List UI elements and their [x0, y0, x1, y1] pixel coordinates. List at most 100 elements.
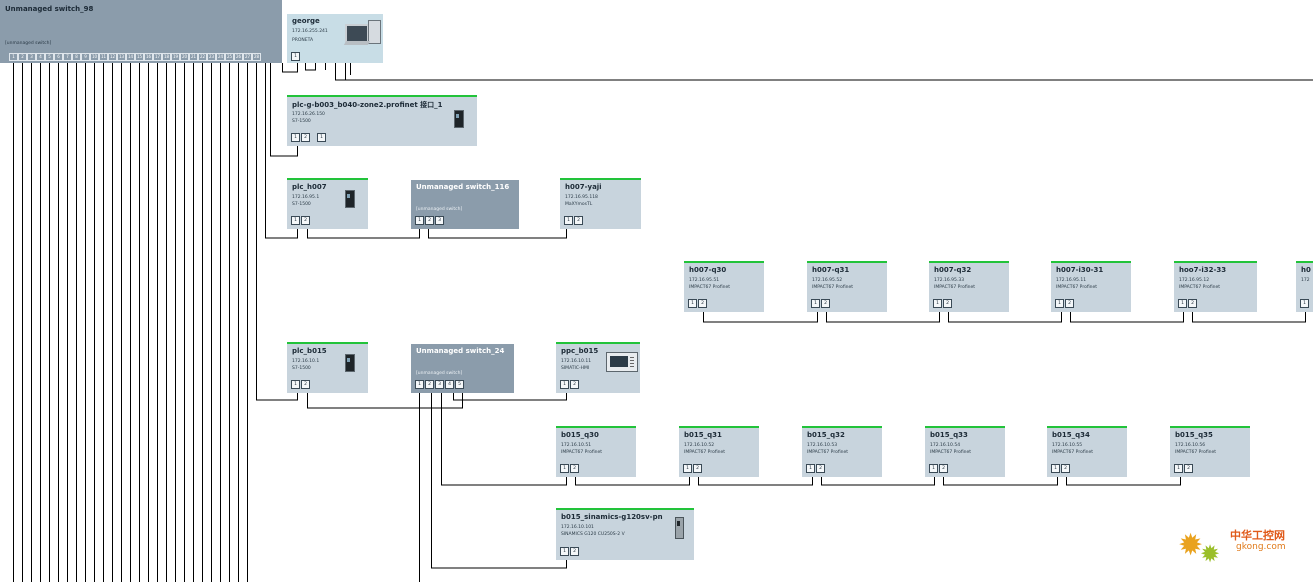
port[interactable]: 3	[435, 216, 444, 225]
unmanaged-switch-116[interactable]: Unmanaged switch_116 [unmanaged switch] …	[411, 180, 519, 229]
device-b015-q34[interactable]: b015_q34 172.16.10.55 IMPACT67 Profinet …	[1047, 426, 1127, 477]
device-b015-q31[interactable]: b015_q31 172.16.10.52 IMPACT67 Profinet …	[679, 426, 759, 477]
port[interactable]: 2	[570, 380, 579, 389]
switch-port[interactable]: 1	[9, 53, 18, 61]
port[interactable]: 2	[939, 464, 948, 473]
port[interactable]: 1	[688, 299, 697, 308]
device-h007-q32[interactable]: h007-q32 172.16.95.33 IMPACT67 Profinet …	[929, 261, 1009, 312]
switch-port[interactable]: 7	[63, 53, 72, 61]
port[interactable]: 1	[811, 299, 820, 308]
device-b015-q33[interactable]: b015_q33 172.16.10.54 IMPACT67 Profinet …	[925, 426, 1005, 477]
switch-port[interactable]: 22	[198, 53, 207, 61]
switch-port[interactable]: 11	[99, 53, 108, 61]
port[interactable]: 1	[415, 216, 424, 225]
plc-b015[interactable]: plc_b015 172.16.10.1 S7-1500 1 2	[287, 342, 368, 393]
switch-port[interactable]: 9	[81, 53, 90, 61]
switch-port[interactable]: 27	[243, 53, 252, 61]
switch-port[interactable]: 26	[234, 53, 243, 61]
switch-port[interactable]: 16	[144, 53, 153, 61]
port[interactable]: 2	[1188, 299, 1197, 308]
port[interactable]: 2	[425, 216, 434, 225]
switch-port[interactable]: 28	[252, 53, 261, 61]
plc-zone2[interactable]: plc-g-b003_b040-zone2.profinet 接口_1 172.…	[287, 95, 477, 146]
device-b015-q35[interactable]: b015_q35 172.16.10.56 IMPACT67 Profinet …	[1170, 426, 1250, 477]
port[interactable]: 2	[570, 464, 579, 473]
switch-port[interactable]: 14	[126, 53, 135, 61]
switch-port[interactable]: 5	[45, 53, 54, 61]
port[interactable]: 1	[806, 464, 815, 473]
switch-port[interactable]: 20	[180, 53, 189, 61]
port[interactable]: 2	[301, 216, 310, 225]
switch-port[interactable]: 15	[135, 53, 144, 61]
port[interactable]: 2	[1061, 464, 1070, 473]
device-b015-q30[interactable]: b015_q30 172.16.10.51 IMPACT67 Profinet …	[556, 426, 636, 477]
switch-port[interactable]: 18	[162, 53, 171, 61]
port[interactable]: 2	[570, 547, 579, 556]
port[interactable]: 1	[291, 380, 300, 389]
switch-port[interactable]: 24	[216, 53, 225, 61]
drive-sinamics-g120[interactable]: b015_sinamics-g120sv-pn 172.16.10.101 SI…	[556, 508, 694, 560]
port[interactable]: 1	[560, 380, 569, 389]
port[interactable]: 2	[1184, 464, 1193, 473]
port-list: 1 2	[560, 380, 579, 389]
port[interactable]: 2	[943, 299, 952, 308]
unmanaged-switch-24[interactable]: Unmanaged switch_24 [unmanaged switch] 1…	[411, 344, 514, 393]
switch-port[interactable]: 21	[189, 53, 198, 61]
switch-port[interactable]: 17	[153, 53, 162, 61]
port[interactable]: 2	[816, 464, 825, 473]
hmi-ppc-b015[interactable]: ppc_b015 172.16.10.11 SIMATIC-HMI 1 2	[556, 342, 640, 393]
device-h007-q31[interactable]: h007-q31 172.16.95.52 IMPACT67 Profinet …	[807, 261, 887, 312]
device-ip: 172.16.10.1	[292, 359, 320, 364]
port[interactable]: 1	[415, 380, 424, 389]
switch-port[interactable]: 10	[90, 53, 99, 61]
port[interactable]: 3	[435, 380, 444, 389]
port[interactable]: 1	[929, 464, 938, 473]
port[interactable]: 1	[1051, 464, 1060, 473]
port[interactable]: 1	[560, 547, 569, 556]
port[interactable]: 2	[693, 464, 702, 473]
port[interactable]: 2	[821, 299, 830, 308]
switch-port[interactable]: 8	[72, 53, 81, 61]
device-h007-i30-31[interactable]: h007-i30-31 172.16.95.11 IMPACT67 Profin…	[1051, 261, 1131, 312]
switch-port[interactable]: 13	[117, 53, 126, 61]
plc-icon	[345, 354, 355, 372]
device-h0-partial[interactable]: h0 172 1	[1296, 261, 1313, 312]
port[interactable]: 1	[291, 216, 300, 225]
port[interactable]: 2	[574, 216, 583, 225]
port[interactable]: 1	[564, 216, 573, 225]
port[interactable]: 2	[301, 133, 310, 142]
port[interactable]: 1	[683, 464, 692, 473]
port[interactable]: 2	[425, 380, 434, 389]
port[interactable]: 1	[1055, 299, 1064, 308]
device-h007-yaji[interactable]: h007-yaji 172.16.95.118 MaXYmosTL 1 2	[560, 178, 641, 229]
switch-port[interactable]: 25	[225, 53, 234, 61]
unmanaged-switch-98[interactable]: Unmanaged switch_98 [unmanaged switch] 1…	[0, 0, 282, 63]
switch-port[interactable]: 4	[36, 53, 45, 61]
port[interactable]: 1	[560, 464, 569, 473]
port[interactable]: 1	[933, 299, 942, 308]
switch-port[interactable]: 3	[27, 53, 36, 61]
port[interactable]: 1	[1178, 299, 1187, 308]
switch-port[interactable]: 19	[171, 53, 180, 61]
switch-port[interactable]: 12	[108, 53, 117, 61]
port[interactable]: 2	[301, 380, 310, 389]
device-ip: 172.16.10.55	[1052, 443, 1083, 448]
port[interactable]: 5	[455, 380, 464, 389]
port[interactable]: 1	[1300, 299, 1309, 308]
port[interactable]: 1	[291, 133, 300, 142]
port[interactable]: 2	[698, 299, 707, 308]
port[interactable]: 1	[317, 133, 326, 142]
device-b015-q32[interactable]: b015_q32 172.16.10.53 IMPACT67 Profinet …	[802, 426, 882, 477]
device-h007-q30[interactable]: h007-q30 172.16.95.51 IMPACT67 Profinet …	[684, 261, 764, 312]
device-hoo7-i32-33[interactable]: hoo7-i32-33 172.16.95.12 IMPACT67 Profin…	[1174, 261, 1257, 312]
switch-port[interactable]: 6	[54, 53, 63, 61]
plc-h007[interactable]: plc_h007 172.16.95.1 S7-1500 1 2	[287, 178, 368, 229]
port[interactable]: 1	[291, 52, 300, 61]
switch-port[interactable]: 23	[207, 53, 216, 61]
port[interactable]: 1	[1174, 464, 1183, 473]
switch-port[interactable]: 2	[18, 53, 27, 61]
port[interactable]: 4	[445, 380, 454, 389]
port[interactable]: 2	[1065, 299, 1074, 308]
host-george[interactable]: george 172.16.255.241 PRONETA 1	[287, 14, 383, 63]
